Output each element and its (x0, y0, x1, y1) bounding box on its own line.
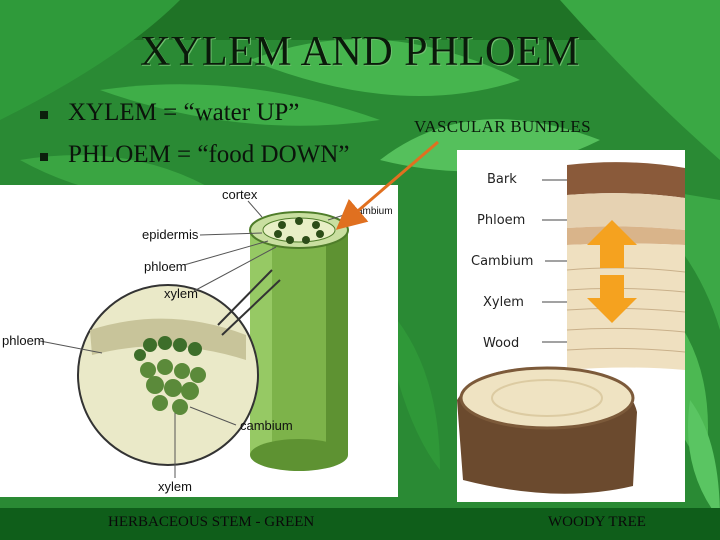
tree-label-phloem: Phloem (477, 213, 525, 228)
label-cambium: cambium (240, 418, 293, 433)
square-bullet-icon (40, 153, 48, 161)
caption-woody: WOODY TREE (548, 514, 646, 531)
label-epidermis: epidermis (142, 227, 198, 242)
caption-herbaceous: HERBACEOUS STEM - GREEN (108, 514, 314, 531)
tree-label-cambium: Cambium (471, 254, 533, 269)
bullet-list: XYLEM = “water UP” PHLOEM = “food DOWN” (40, 92, 349, 176)
tree-label-wood: Wood (483, 336, 519, 351)
herbaceous-stem-diagram: cortex cambium epidermis phloem xylem ph… (0, 185, 398, 497)
bullet-item: XYLEM = “water UP” (40, 92, 349, 134)
label-phloem: phloem (144, 259, 187, 274)
vascular-bundles-label: VASCULAR BUNDLES (414, 117, 591, 137)
bullet-text-phloem: PHLOEM = “food DOWN” (68, 141, 349, 169)
label-cambium-top: cambium (352, 206, 393, 217)
bullet-item: PHLOEM = “food DOWN” (40, 134, 349, 176)
label-xylem: xylem (164, 286, 198, 301)
bullet-text-xylem: XYLEM = “water UP” (68, 99, 299, 127)
label-xylem-bottom: xylem (158, 479, 192, 494)
stem-illustration (0, 185, 398, 497)
label-phloem-left: phloem (2, 333, 45, 348)
tree-label-xylem: Xylem (483, 295, 524, 310)
square-bullet-icon (40, 111, 48, 119)
tree-illustration (457, 150, 685, 502)
tree-label-bark: Bark (487, 172, 517, 187)
woody-tree-diagram: Bark Phloem Cambium Xylem Wood (457, 150, 685, 502)
slide-title: XYLEM AND PHLOEM (0, 28, 720, 76)
label-cortex: cortex (222, 187, 257, 202)
